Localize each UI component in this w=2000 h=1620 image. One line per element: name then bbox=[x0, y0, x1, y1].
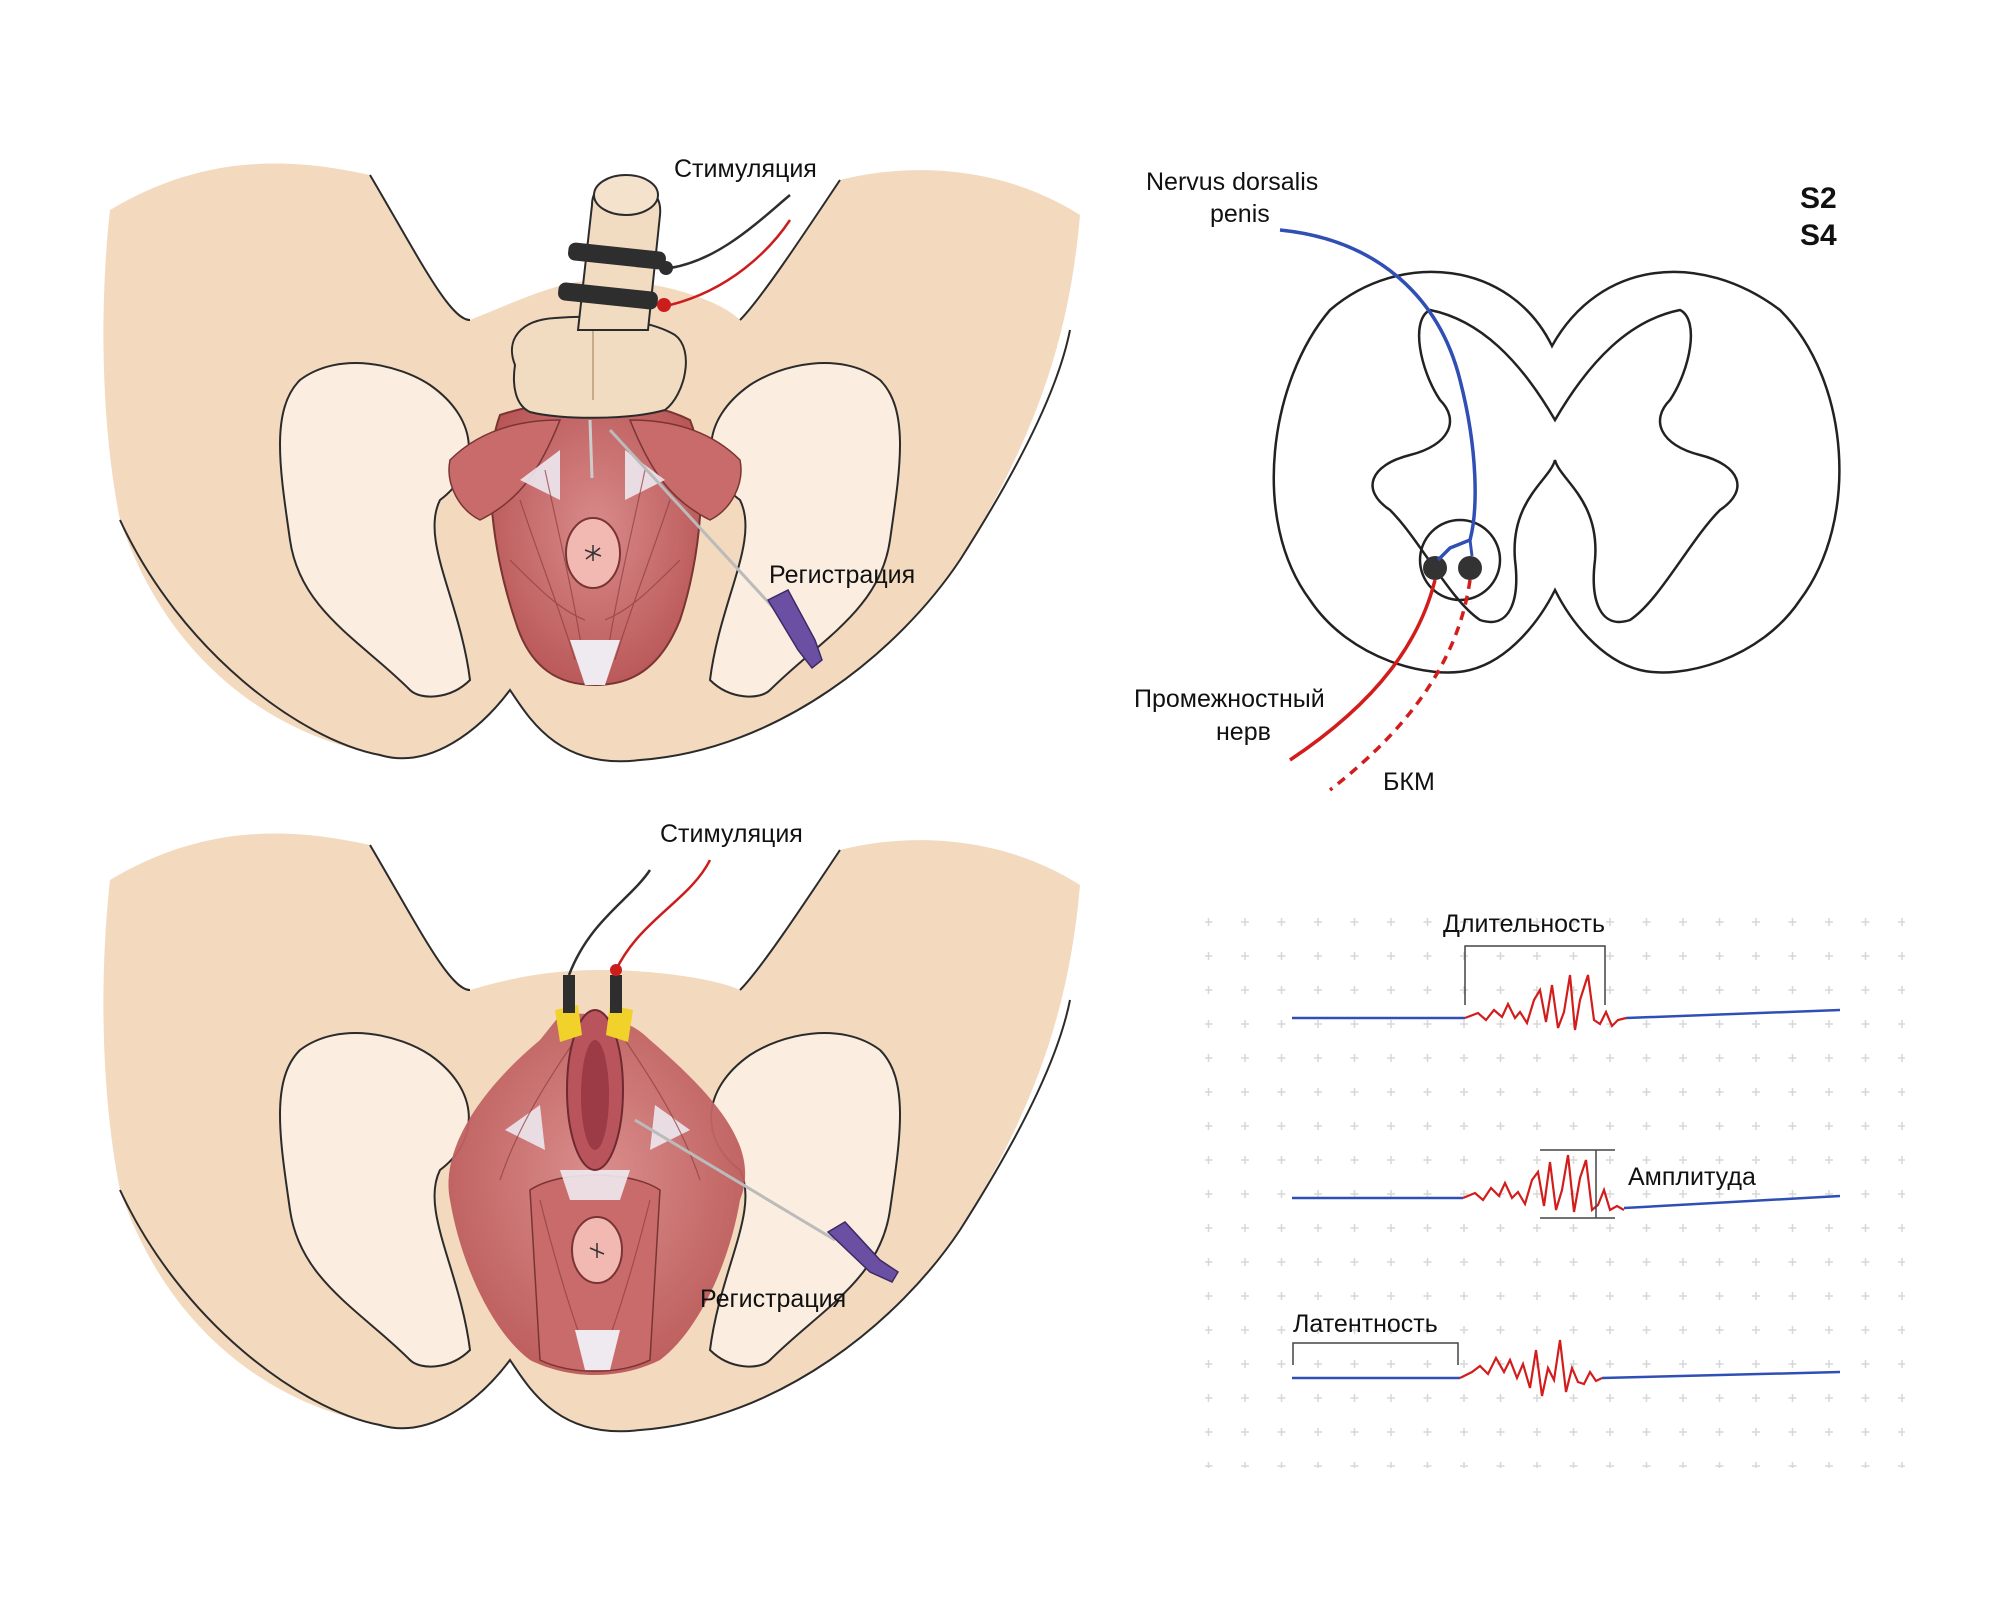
motor-neuron-left bbox=[1423, 556, 1447, 580]
right-ischium bbox=[708, 362, 901, 698]
emg-signal-panel: Длительность Амплитуда Латентность bbox=[1205, 898, 1905, 1468]
bkm-path bbox=[1328, 579, 1472, 792]
needle-electrode-bottom bbox=[634, 1118, 836, 1242]
left-ischium-bottom bbox=[279, 1032, 472, 1368]
stim-wire-red bbox=[669, 219, 792, 307]
perineal-nerve-path bbox=[1289, 579, 1437, 762]
needle-hub-icon-bottom bbox=[826, 1221, 900, 1283]
ring-electrode-lower bbox=[558, 282, 658, 310]
label-amplitude: Амплитуда bbox=[1628, 1163, 1756, 1191]
signal-amplitude: Амплитуда bbox=[1292, 1149, 1841, 1219]
nerve-dorsalis-path bbox=[1279, 228, 1477, 562]
left-ischium bbox=[279, 362, 472, 698]
dot-grid-background bbox=[1205, 898, 1905, 1468]
signal-latency: Латентность bbox=[1292, 1310, 1841, 1397]
label-nerve-dorsalis-1: Nervus dorsalis bbox=[1146, 168, 1318, 196]
needle-electrode bbox=[608, 428, 782, 617]
duration-bracket bbox=[1464, 945, 1606, 1005]
female-perineum-illustration: Стимуляция Регистрация bbox=[103, 820, 1080, 1433]
label-perineal-nerve-2: нерв bbox=[1216, 718, 1271, 746]
stim-wire-red-bottom bbox=[614, 859, 712, 971]
scrotum bbox=[510, 315, 687, 419]
amplitude-bracket bbox=[1540, 1149, 1615, 1219]
onuf-nucleus-circle bbox=[1418, 518, 1502, 602]
label-segment-s4: S4 bbox=[1800, 219, 1837, 252]
clip-electrode-right bbox=[606, 1005, 633, 1042]
spinal-cord-outline bbox=[1272, 270, 1841, 674]
spinal-cord-diagram: Nervus dorsalis penis S2 S4 Промежностны… bbox=[1134, 168, 1841, 796]
label-duration: Длительность bbox=[1443, 910, 1605, 938]
stim-wire-black bbox=[669, 194, 791, 270]
motor-neuron-right bbox=[1458, 556, 1482, 580]
clip-electrode-left bbox=[555, 1005, 582, 1042]
signal-duration: Длительность bbox=[1292, 910, 1841, 1031]
label-latency: Латентность bbox=[1293, 1310, 1438, 1338]
male-perineum-illustration: Стимуляция Регистрация bbox=[103, 155, 1080, 763]
needle-hub-icon bbox=[766, 589, 823, 670]
stim-wire-black-bottom bbox=[567, 869, 652, 976]
label-nerve-dorsalis-2: penis bbox=[1210, 200, 1270, 228]
ring-electrode-upper bbox=[568, 242, 666, 270]
label-registration-top: Регистрация bbox=[769, 561, 915, 589]
right-ischium-bottom bbox=[708, 1032, 901, 1368]
label-registration-bottom: Регистрация bbox=[700, 1285, 846, 1313]
label-stimulation-top: Стимуляция bbox=[674, 155, 817, 183]
gray-matter-outline bbox=[1371, 308, 1739, 624]
label-stimulation-bottom: Стимуляция bbox=[660, 820, 803, 848]
label-segment-s2: S2 bbox=[1800, 182, 1837, 215]
latency-bracket bbox=[1292, 1342, 1459, 1365]
label-perineal-nerve-1: Промежностный bbox=[1134, 685, 1325, 713]
label-bkm: БКМ bbox=[1383, 768, 1435, 796]
